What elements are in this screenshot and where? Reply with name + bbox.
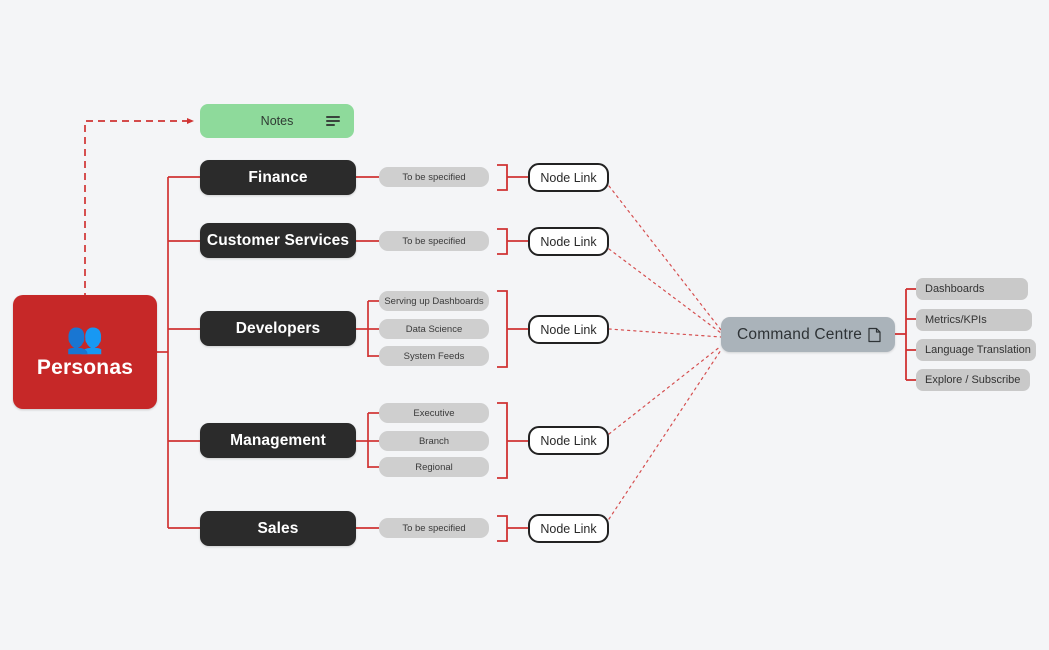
node-link-label: Node Link — [540, 234, 597, 249]
chip-label: To be specified — [402, 522, 466, 534]
root-node-personas[interactable]: 👥 Personas — [13, 295, 157, 409]
branch-node-customer-services[interactable]: Customer Services — [200, 223, 356, 258]
chip-finance-0[interactable]: To be specified — [379, 167, 489, 187]
branch-label: Management — [230, 431, 326, 449]
chip-management-2[interactable]: Regional — [379, 457, 489, 477]
chip-management-1[interactable]: Branch — [379, 431, 489, 451]
branch-node-management[interactable]: Management — [200, 423, 356, 458]
branch-label: Finance — [248, 168, 308, 186]
rchip-label: Explore / Subscribe — [925, 374, 1021, 386]
people-group-icon: 👥 — [66, 322, 104, 355]
notes-label: Notes — [260, 114, 294, 128]
branch-label: Developers — [235, 319, 321, 337]
branch-node-sales[interactable]: Sales — [200, 511, 356, 546]
rchip-label: Language Translation — [925, 344, 1031, 356]
node-link-finance[interactable]: Node Link — [528, 163, 609, 192]
chip-developers-2[interactable]: System Feeds — [379, 346, 489, 366]
node-link-label: Node Link — [540, 433, 597, 448]
page-copy-icon — [868, 327, 881, 342]
root-label: Personas — [36, 356, 134, 379]
branch-node-developers[interactable]: Developers — [200, 311, 356, 346]
node-link-developers[interactable]: Node Link — [528, 315, 609, 344]
chip-label: System Feeds — [403, 350, 465, 362]
branch-label: Sales — [257, 519, 299, 537]
command-child-dashboards[interactable]: Dashboards — [916, 278, 1028, 300]
node-link-label: Node Link — [540, 521, 597, 536]
rchip-label: Dashboards — [925, 283, 985, 295]
node-link-customer-services[interactable]: Node Link — [528, 227, 609, 256]
chip-label: To be specified — [402, 171, 466, 183]
text-lines-icon — [326, 116, 340, 126]
command-child-explore-subscribe[interactable]: Explore / Subscribe — [916, 369, 1030, 391]
chip-customer-services-0[interactable]: To be specified — [379, 231, 489, 251]
chip-label: Executive — [413, 407, 455, 419]
branch-node-finance[interactable]: Finance — [200, 160, 356, 195]
notes-node[interactable]: Notes — [200, 104, 354, 138]
chip-label: Regional — [415, 461, 453, 473]
command-centre-node[interactable]: Command Centre — [721, 317, 895, 352]
chip-developers-0[interactable]: Serving up Dashboards — [379, 291, 489, 311]
chip-label: To be specified — [402, 235, 466, 247]
chip-label: Branch — [418, 435, 450, 447]
chip-sales-0[interactable]: To be specified — [379, 518, 489, 538]
command-centre-label: Command Centre — [737, 325, 863, 343]
command-child-language-translation[interactable]: Language Translation — [916, 339, 1036, 361]
rchip-label: Metrics/KPIs — [925, 314, 987, 326]
chip-label: Serving up Dashboards — [384, 295, 484, 307]
node-link-management[interactable]: Node Link — [528, 426, 609, 455]
node-link-label: Node Link — [540, 322, 597, 337]
node-link-label: Node Link — [540, 170, 597, 185]
chip-developers-1[interactable]: Data Science — [379, 319, 489, 339]
branch-label: Customer Services — [206, 231, 350, 249]
command-child-metrics-kpis[interactable]: Metrics/KPIs — [916, 309, 1032, 331]
chip-management-0[interactable]: Executive — [379, 403, 489, 423]
chip-label: Data Science — [405, 323, 463, 335]
node-link-sales[interactable]: Node Link — [528, 514, 609, 543]
